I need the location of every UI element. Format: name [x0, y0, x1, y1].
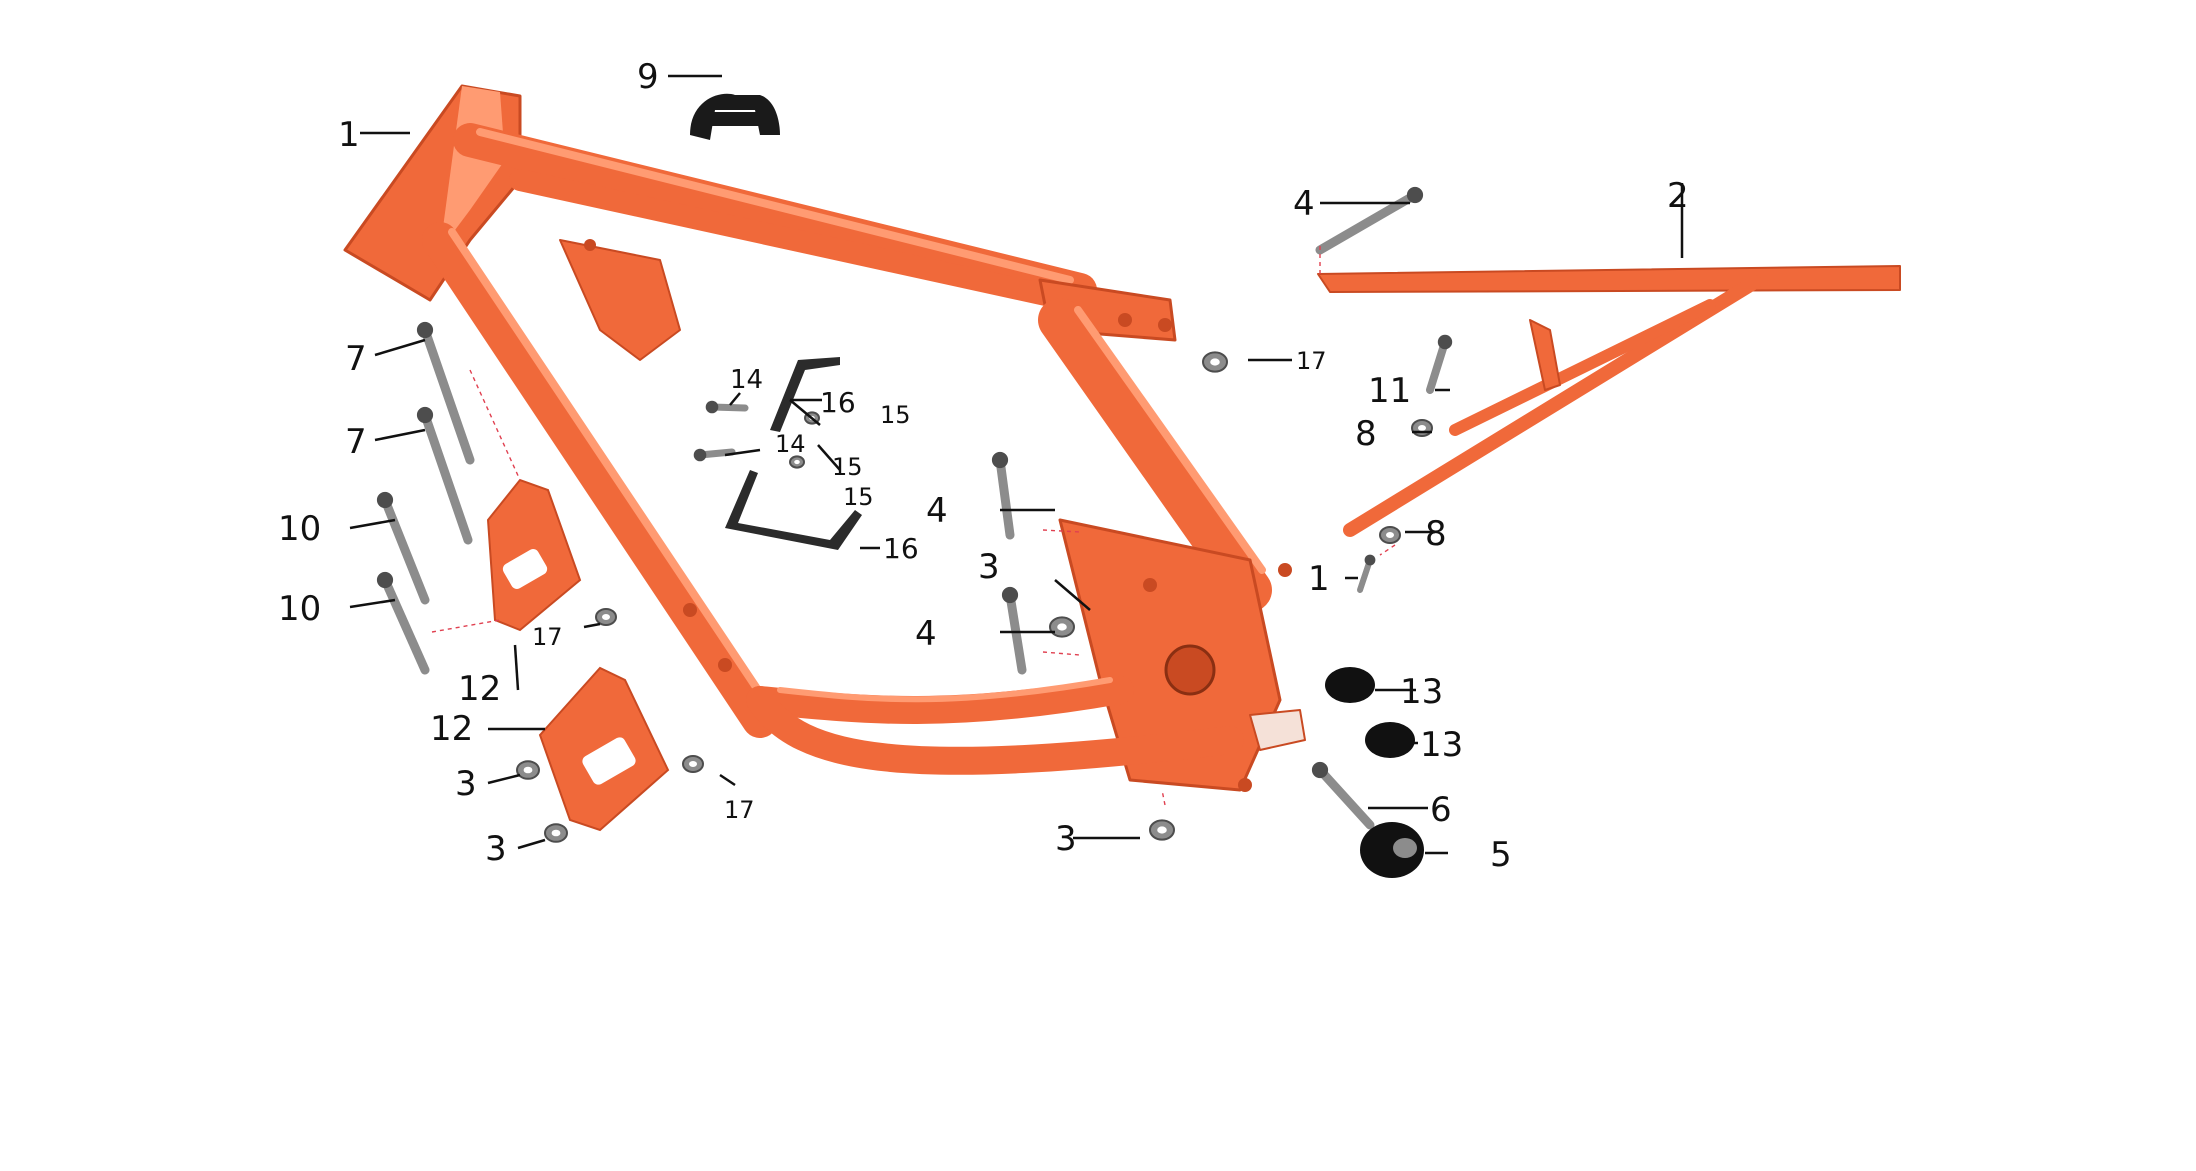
subframe-tab: [1529, 319, 1561, 391]
nut-8-upper: [1411, 419, 1433, 437]
engine-mount-plate-lower-slot: [582, 737, 636, 785]
engine-mount-plate-upper-slot: [502, 549, 548, 589]
bolt-6: [1311, 761, 1375, 830]
bolt-11: [1426, 334, 1453, 394]
main-frame: [343, 84, 1306, 792]
frame-inner-plate: [559, 239, 681, 361]
bolt-10-lower: [376, 571, 430, 675]
frame-rear-upright-highlight: [1074, 306, 1266, 574]
rubber-plug-upper: [1325, 667, 1375, 703]
callout-11: 11: [1368, 371, 1411, 411]
rubber-clamp: [690, 93, 780, 140]
callout-4-top: 4: [1293, 184, 1315, 224]
bolt-1: [1357, 554, 1376, 593]
subframe-brace: [1449, 299, 1716, 436]
strap-bracket-upper: [770, 357, 840, 432]
callout-4-lower: 4: [915, 614, 937, 654]
nut-17-left: [595, 608, 617, 626]
nut-15-lower: [789, 455, 805, 469]
frame-top-tube: [453, 123, 1097, 307]
callout-6: 6: [1430, 790, 1452, 830]
callout-12-lower: 12: [430, 709, 473, 749]
callout-15-lower: 15: [843, 483, 874, 511]
rear-subframe: [1317, 265, 1901, 537]
callout-4-middle: 4: [926, 491, 948, 531]
callout-13-upper: 13: [1400, 672, 1443, 712]
callout-16-upper: 16: [820, 386, 856, 419]
callout-3-bottom-center: 3: [1055, 819, 1077, 859]
callout-14-upper: 14: [730, 365, 763, 395]
frame-head-plate: [440, 86, 505, 250]
frame-lower-tube-1: [746, 676, 1134, 724]
strap-bracket-lower: [725, 470, 862, 550]
frame-mount-holes: [584, 239, 1292, 792]
callout-labels: 1 9 4 2 17 11 8 8 1 13 13 6 5 3 4 3 4 14…: [278, 57, 1689, 875]
alignment-guides: [431, 246, 1396, 806]
frame-rear-tab: [1249, 709, 1306, 751]
frame-rear-upright: [1038, 298, 1272, 612]
callout-7-upper: 7: [345, 339, 367, 379]
callout-9: 9: [637, 57, 659, 97]
bolt-7-lower: [416, 406, 473, 545]
frame-down-tube: [422, 222, 778, 738]
leader-lines: [349, 74, 1684, 855]
callout-1-bolt: 1: [1308, 559, 1330, 599]
nut-3-left-upper: [516, 760, 540, 780]
nut-17-bottom: [682, 755, 704, 773]
callout-7-lower: 7: [345, 422, 367, 462]
frame-down-tube-highlight: [448, 228, 774, 712]
callout-5: 5: [1490, 835, 1512, 875]
bolt-14-upper: [705, 400, 749, 414]
bolt-7-upper: [416, 321, 475, 465]
callout-10-upper: 10: [278, 509, 321, 549]
callout-15-middle: 15: [832, 453, 863, 481]
bolts-group: [376, 186, 1453, 830]
callout-14-lower: 14: [775, 430, 806, 458]
callout-17-bottom: 17: [724, 796, 755, 824]
bolt-10-upper: [376, 491, 430, 605]
nut-8-lower: [1379, 526, 1401, 544]
subframe-upper-rail: [1317, 265, 1901, 293]
callout-17-left: 17: [532, 623, 563, 651]
callout-3-left-upper: 3: [455, 764, 477, 804]
callout-8-lower: 8: [1425, 514, 1447, 554]
bolt-14-lower: [693, 448, 736, 462]
nut-17-right: [1202, 351, 1228, 373]
nut-3-center: [1049, 616, 1075, 638]
frame-top-tube-highlight: [476, 128, 1074, 284]
callout-2: 2: [1667, 176, 1689, 216]
callout-13-lower: 13: [1420, 725, 1463, 765]
subframe-lower-rail: [1343, 275, 1762, 537]
bolt-4-middle: [991, 451, 1015, 540]
callout-15-right: 15: [880, 401, 911, 429]
callout-12-upper: 12: [458, 669, 501, 709]
frame-lower-tube-2: [746, 686, 1244, 775]
callout-10-lower: 10: [278, 589, 321, 629]
frame-lower-tube-highlight: [777, 677, 1113, 703]
frame-pivot-boss: [1164, 644, 1216, 696]
callout-1-frame: 1: [338, 115, 360, 155]
callout-3-center: 3: [978, 547, 1000, 587]
nut-3-bottom-center: [1149, 819, 1175, 841]
rubber-plug-lower: [1365, 722, 1415, 758]
callout-8-upper: 8: [1355, 414, 1377, 454]
callout-17-right: 17: [1296, 347, 1327, 375]
callout-3-left-lower: 3: [485, 829, 507, 869]
callout-16-lower: 16: [883, 532, 919, 565]
bolt-4-top: [1315, 186, 1424, 255]
nut-3-left-lower: [544, 823, 568, 843]
bolt-4-lower: [1001, 586, 1027, 675]
chain-roller: [1360, 822, 1424, 878]
